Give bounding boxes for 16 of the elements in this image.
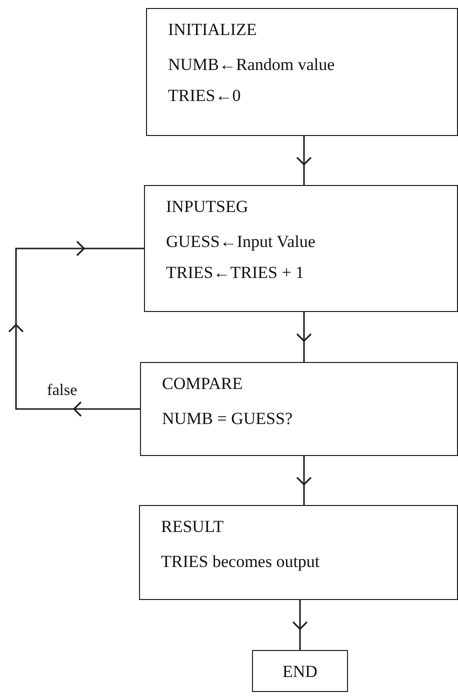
process-box — [140, 362, 458, 456]
step-statement: TRIES←TRIES + 1 — [166, 264, 306, 281]
step-statement: TRIES←0 — [168, 87, 242, 104]
step-heading: RESULT — [161, 518, 225, 535]
step-heading: COMPARE — [162, 375, 244, 392]
process-box — [146, 8, 458, 136]
step-heading: INITIALIZE — [168, 21, 258, 38]
step-statement: NUMB = GUESS? — [162, 410, 294, 427]
step-statement: TRIES becomes output — [161, 553, 321, 570]
process-box — [144, 185, 458, 312]
step-statement: GUESS←Input Value — [166, 233, 316, 250]
process-box — [252, 650, 348, 692]
process-box — [139, 505, 458, 600]
step-statement: NUMB←Random value — [168, 56, 336, 73]
step-heading: INPUTSEG — [166, 198, 250, 215]
step-heading: END — [282, 662, 318, 680]
